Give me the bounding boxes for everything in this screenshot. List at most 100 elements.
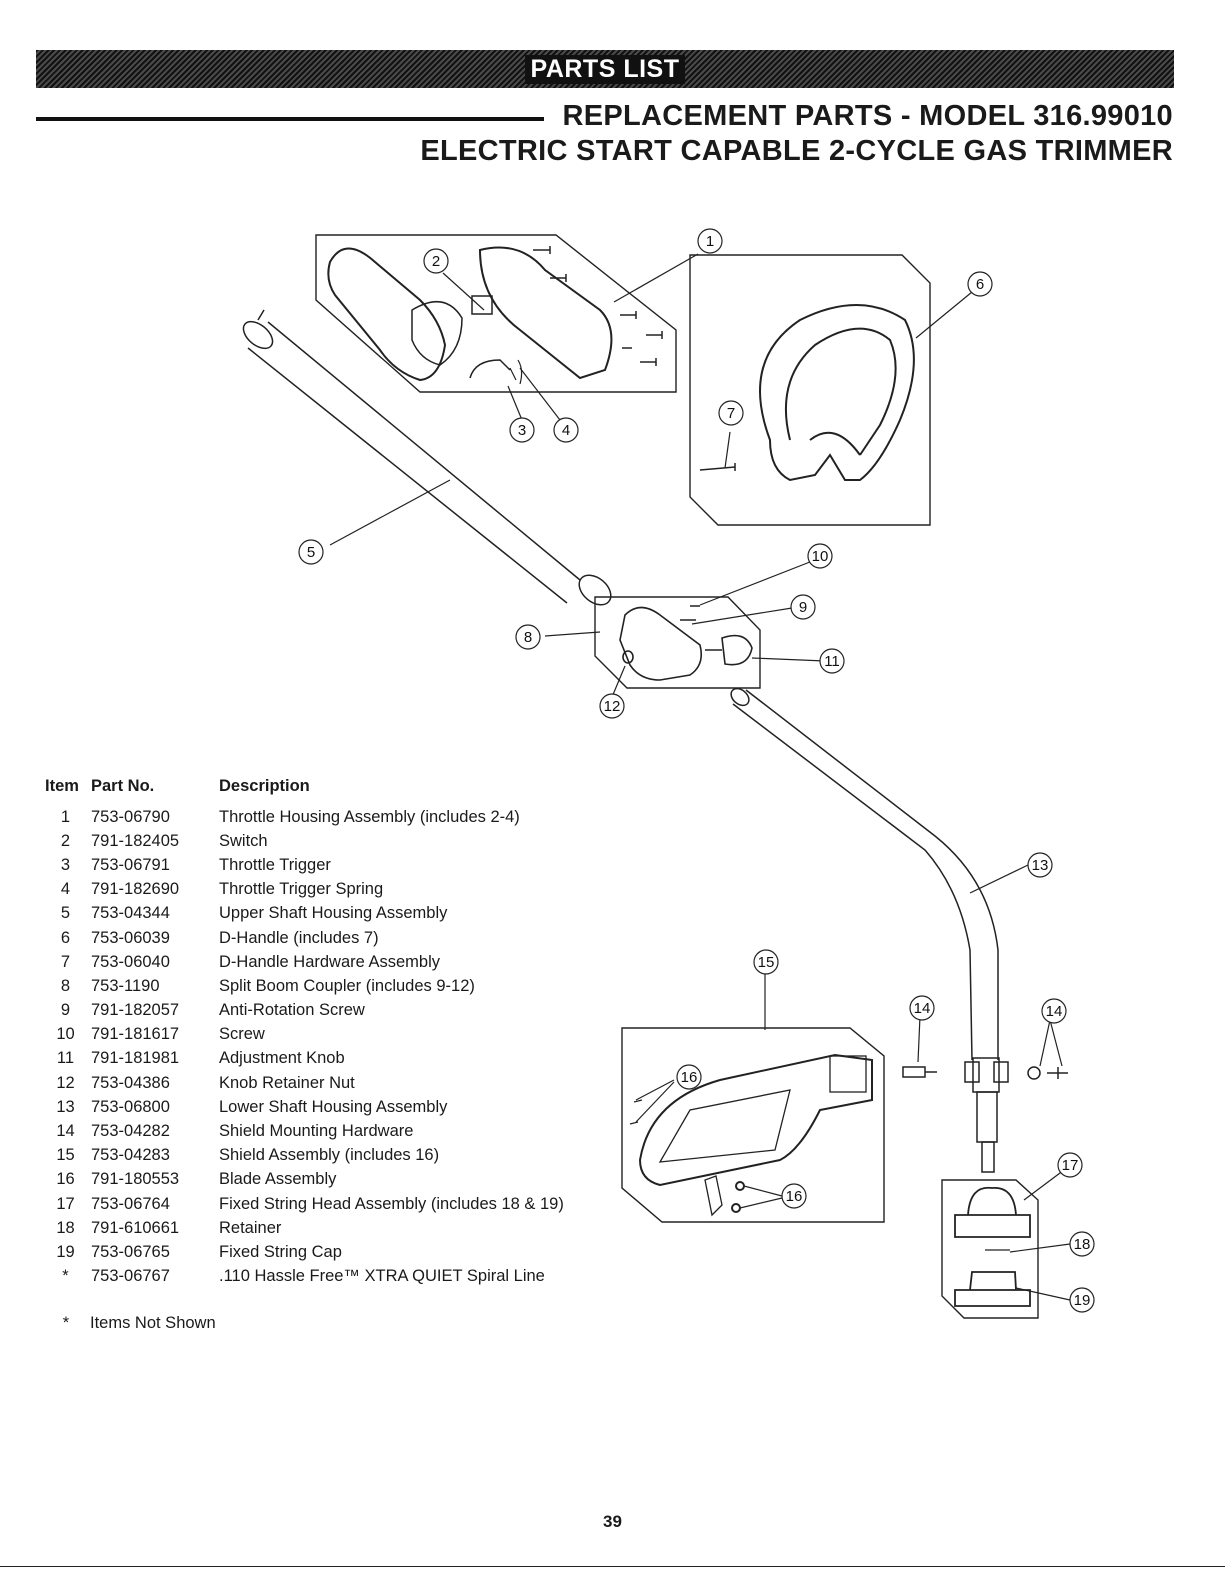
parts-list-banner: PARTS LIST [36,50,1174,88]
row-item: 7 [60,952,71,971]
coupler-shape [619,605,753,681]
callout-7: 7 [718,400,744,426]
footnote: * Items Not Shown [42,1314,216,1333]
callout-6: 6 [967,271,993,297]
row-part-no: 753-06764 [91,1194,170,1213]
svg-text:2: 2 [432,253,440,270]
callout-19: 19 [1069,1287,1095,1313]
row-description: Knob Retainer Nut [219,1073,355,1092]
table-row: 11 791-181981 Adjustment Knob [42,1047,619,1071]
banner-text: PARTS LIST [524,54,686,84]
callout-16: 16 [781,1183,807,1209]
column-item: Item [45,777,79,795]
row-description: Fixed String Cap [219,1242,342,1261]
row-description: Lower Shaft Housing Assembly [219,1097,448,1116]
row-item: 11 [56,1049,75,1068]
footnote-text: Items Not Shown [90,1314,216,1332]
svg-text:12: 12 [604,698,621,715]
callout-13: 13 [1027,852,1053,878]
lower-shaft-shape [730,687,1000,1173]
row-part-no: 791-180553 [91,1170,180,1189]
row-item: 2 [60,831,71,850]
svg-text:16: 16 [681,1069,698,1086]
row-part-no: 753-06791 [91,855,170,874]
row-item: 3 [60,855,71,874]
callout-8: 8 [515,624,541,650]
d-handle-shape [699,304,915,482]
callout-15: 15 [753,949,779,975]
row-part-no: 753-04386 [91,1073,170,1092]
svg-text:7: 7 [727,405,735,422]
callout-18: 18 [1069,1231,1095,1257]
row-item: 4 [60,880,71,899]
row-item: 10 [56,1025,75,1044]
row-item: 8 [60,976,71,995]
callout-14: 14 [1041,998,1067,1024]
row-item: 14 [56,1122,75,1141]
row-description: Adjustment Knob [219,1049,345,1068]
svg-text:4: 4 [562,422,570,439]
shield-shape [629,1053,873,1217]
row-part-no: 791-182405 [91,831,180,850]
row-description: Anti-Rotation Screw [219,1001,365,1020]
table-row: * 753-06767 .110 Hassle Free™ XTRA QUIET S… [42,1265,619,1289]
shield-hardware-shape [902,1061,1068,1083]
row-item: * [62,1267,69,1286]
row-description: Throttle Housing Assembly (includes 2-4) [219,807,520,826]
row-item: 18 [56,1218,75,1237]
callout-5: 5 [298,539,324,565]
row-description: .110 Hassle Free™ XTRA QUIET Spiral Line [219,1267,545,1286]
string-head-shape [954,1186,1031,1307]
row-part-no: 791-610661 [91,1218,180,1237]
row-item: 5 [60,904,71,923]
column-part-no: Part No. [91,777,155,795]
svg-text:1: 1 [706,233,714,250]
throttle-screws [533,246,663,366]
svg-text:10: 10 [812,548,829,565]
callout-12: 12 [599,693,625,719]
svg-text:8: 8 [524,629,532,646]
callout-2: 2 [423,248,449,274]
row-item: 19 [56,1242,75,1261]
shield-frame [621,1027,885,1223]
throttle-housing-shape [327,246,613,385]
row-description: Screw [219,1025,265,1044]
row-part-no: 753-1190 [91,976,160,995]
callout-9: 9 [790,594,816,620]
string-head-frame [941,1179,1039,1319]
page-title-line1: REPLACEMENT PARTS - MODEL 316.99010 [562,100,1173,132]
row-part-no: 753-06790 [91,807,170,826]
throttle-housing-frame [315,234,677,393]
row-description: Throttle Trigger [219,855,331,874]
row-part-no: 753-06800 [91,1097,170,1116]
row-description: Fixed String Head Assembly (includes 18 … [219,1194,564,1213]
row-description: D-Handle (includes 7) [219,928,379,947]
upper-shaft-shape [242,309,612,606]
svg-text:14: 14 [914,1000,931,1017]
row-part-no: 753-06765 [91,1242,170,1261]
row-part-no: 791-182690 [91,880,180,899]
row-part-no: 753-04282 [91,1122,170,1141]
svg-text:13: 13 [1032,857,1049,874]
row-description: Switch [219,831,268,850]
row-part-no: 753-06767 [91,1267,170,1286]
callout-3: 3 [509,417,535,443]
row-part-no: 791-181981 [91,1049,180,1068]
row-item: 16 [56,1170,75,1189]
svg-text:11: 11 [824,653,840,670]
